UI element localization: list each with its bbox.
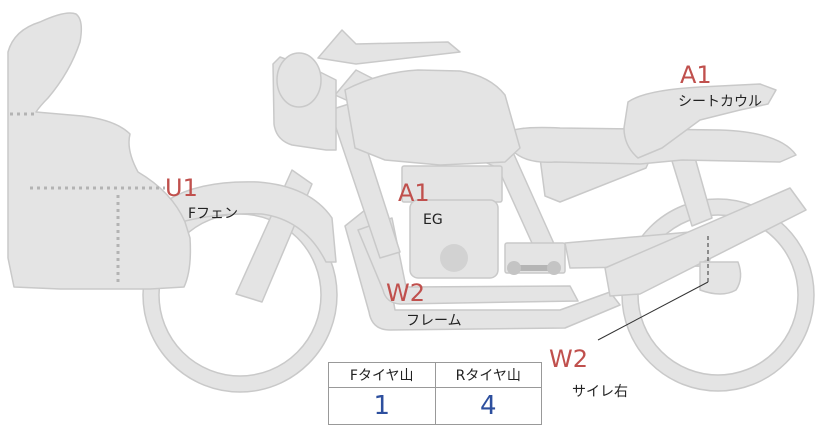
tread-table-header: Fタイヤ山 Rタイヤ山 xyxy=(328,362,542,388)
fuel-tank xyxy=(344,69,521,166)
tail-cowl xyxy=(623,83,777,159)
leader-line xyxy=(597,236,709,341)
rear-tread-value: 4 xyxy=(434,387,542,425)
grade-front-fender: U1 xyxy=(165,174,198,202)
front-fender xyxy=(167,181,337,263)
part-seat-cowl: シートカウル xyxy=(678,94,762,110)
part-frame: フレーム xyxy=(406,313,462,329)
handlebar xyxy=(317,29,461,65)
front-tread-header: Fタイヤ山 xyxy=(328,362,436,388)
grade-muffler-right: W2 xyxy=(549,345,588,373)
frame-down-tube xyxy=(329,102,401,259)
tire-tread-table: Fタイヤ山 Rタイヤ山 1 4 xyxy=(328,362,542,425)
grade-engine: A1 xyxy=(398,179,430,207)
front-tread-value: 1 xyxy=(328,387,436,425)
part-muffler-right: サイレ右 xyxy=(572,384,628,400)
tread-table-values: 1 4 xyxy=(328,387,542,425)
grade-frame: W2 xyxy=(386,279,425,307)
engine xyxy=(401,165,566,279)
headlight xyxy=(276,52,322,108)
rear-tread-header: Rタイヤ山 xyxy=(434,362,542,388)
part-front-fender: Fフェン xyxy=(188,206,239,222)
muffler-end xyxy=(699,261,742,295)
part-engine: EG xyxy=(423,212,443,228)
muffler xyxy=(604,187,807,297)
grade-seat-cowl: A1 xyxy=(680,61,712,89)
fairing xyxy=(7,12,192,290)
